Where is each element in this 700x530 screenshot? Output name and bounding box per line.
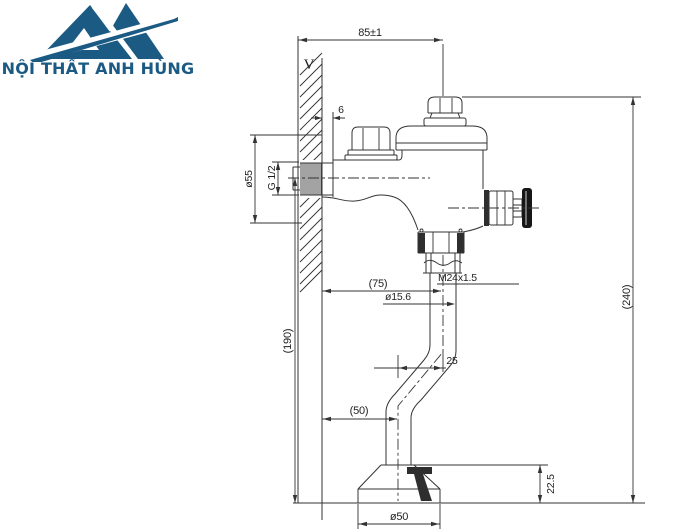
dim-50-label: (50) bbox=[350, 405, 369, 417]
dim-g12-label: G 1/2 bbox=[266, 165, 278, 190]
dim-50: (50) bbox=[322, 405, 397, 422]
dim-g12: G 1/2 bbox=[266, 161, 299, 196]
view-label: V bbox=[304, 57, 315, 73]
button-cap bbox=[522, 188, 532, 228]
dim-d50-label: ø50 bbox=[390, 511, 408, 523]
dim-190-label: (190) bbox=[282, 329, 294, 354]
dim-225: 22.5 bbox=[413, 464, 557, 503]
dim-6: 6 bbox=[311, 104, 345, 121]
base-flange bbox=[357, 464, 441, 503]
dim-d156: ø15.6 bbox=[383, 291, 455, 307]
dim-190: (190) bbox=[282, 178, 298, 503]
dim-25-label: 25 bbox=[446, 355, 458, 367]
dim-d55-label: ø55 bbox=[243, 170, 255, 188]
brand-name: NỘI THẤT ANH HÙNG bbox=[1, 59, 195, 78]
dim-75: (75) bbox=[322, 278, 441, 294]
inlet-thread-section bbox=[292, 112, 334, 197]
flush-pipe bbox=[385, 273, 457, 465]
dim-225-label: 22.5 bbox=[545, 474, 557, 494]
dim-m24: M24x1.5 bbox=[437, 272, 519, 285]
valve-body bbox=[321, 96, 488, 233]
dim-6-label: 6 bbox=[338, 104, 344, 116]
dim-240: (240) bbox=[462, 96, 641, 503]
push-button-assembly bbox=[484, 188, 532, 228]
dim-85-label: 85±1 bbox=[358, 27, 382, 39]
logo-mark bbox=[30, 3, 178, 62]
dim-d156-label: ø15.6 bbox=[385, 291, 411, 303]
company-logo: NỘI THẤT ANH HÙNG bbox=[0, 0, 200, 88]
centerlines bbox=[288, 177, 540, 501]
dim-d55: ø55 bbox=[243, 134, 322, 224]
dim-m24-label: M24x1.5 bbox=[438, 272, 477, 284]
dim-d50: ø50 bbox=[357, 504, 441, 529]
coupling-nut bbox=[417, 228, 465, 274]
dim-240-label: (240) bbox=[621, 285, 633, 310]
dim-85: 85±1 bbox=[298, 27, 444, 96]
dim-25: 25 bbox=[374, 355, 458, 371]
wall bbox=[297, 36, 323, 520]
dim-75-label: (75) bbox=[369, 278, 388, 290]
